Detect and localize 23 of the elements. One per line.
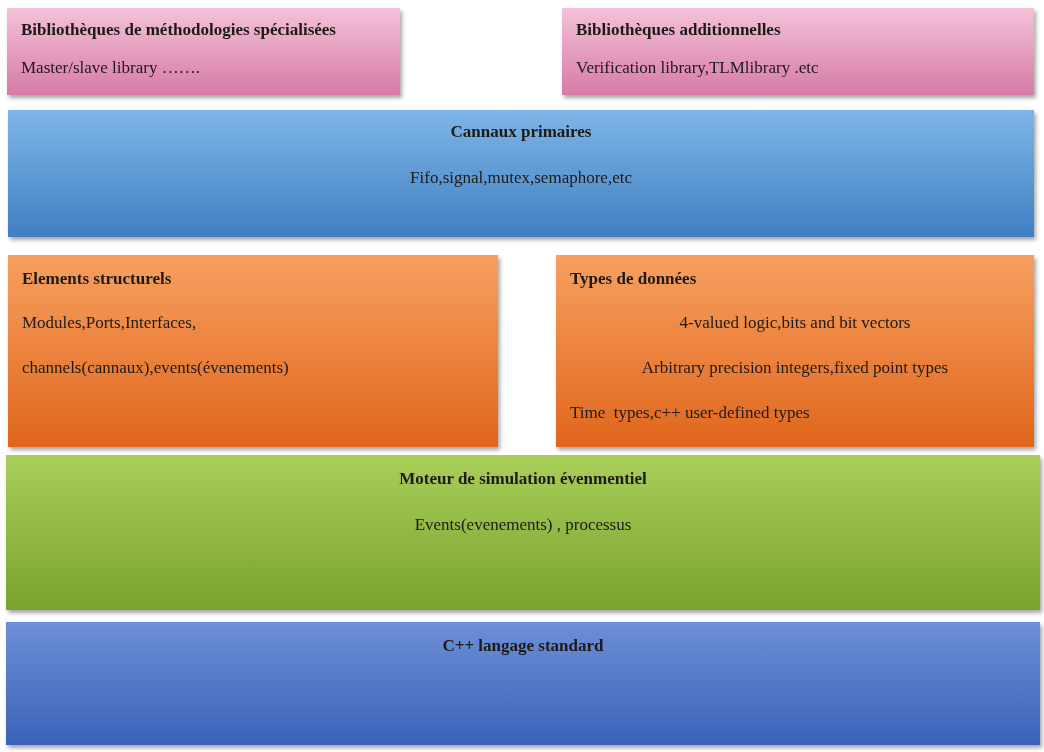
layer-heading: Types de données (570, 269, 697, 289)
layer-heading: Bibliothèques additionnelles (576, 20, 781, 40)
layer-box (556, 255, 1034, 447)
layer-box (8, 110, 1034, 237)
layer-heading: Moteur de simulation évenmentiel (399, 469, 647, 489)
layer-text: 4-valued logic,bits and bit vectors (679, 313, 911, 333)
layer-box (7, 8, 400, 95)
layer-heading: C++ langage standard (442, 636, 604, 656)
layer-heading: Cannaux primaires (450, 122, 592, 142)
layer-text: Master/slave library ……. (21, 58, 200, 78)
layer-text: Modules,Ports,Interfaces, (22, 313, 197, 333)
layer-box (562, 8, 1034, 95)
layer-box (8, 255, 498, 447)
layer-heading: Bibliothèques de méthodologies spécialisées (21, 20, 336, 40)
layer-box (6, 622, 1040, 745)
layer-text: Events(evenements) , processus (414, 515, 632, 535)
layer-box (6, 455, 1040, 610)
layer-text: Arbitrary precision integers,fixed point types (641, 358, 949, 378)
layer-heading: Elements structurels (22, 269, 172, 289)
layer-text: channels(cannaux),events(évenements) (22, 358, 289, 378)
layer-text: Time types,c++ user-defined types (570, 403, 810, 423)
layer-text: Fifo,signal,mutex,semaphore,etc (410, 168, 632, 188)
layer-text: Verification library,TLMlibrary .etc (576, 58, 819, 78)
